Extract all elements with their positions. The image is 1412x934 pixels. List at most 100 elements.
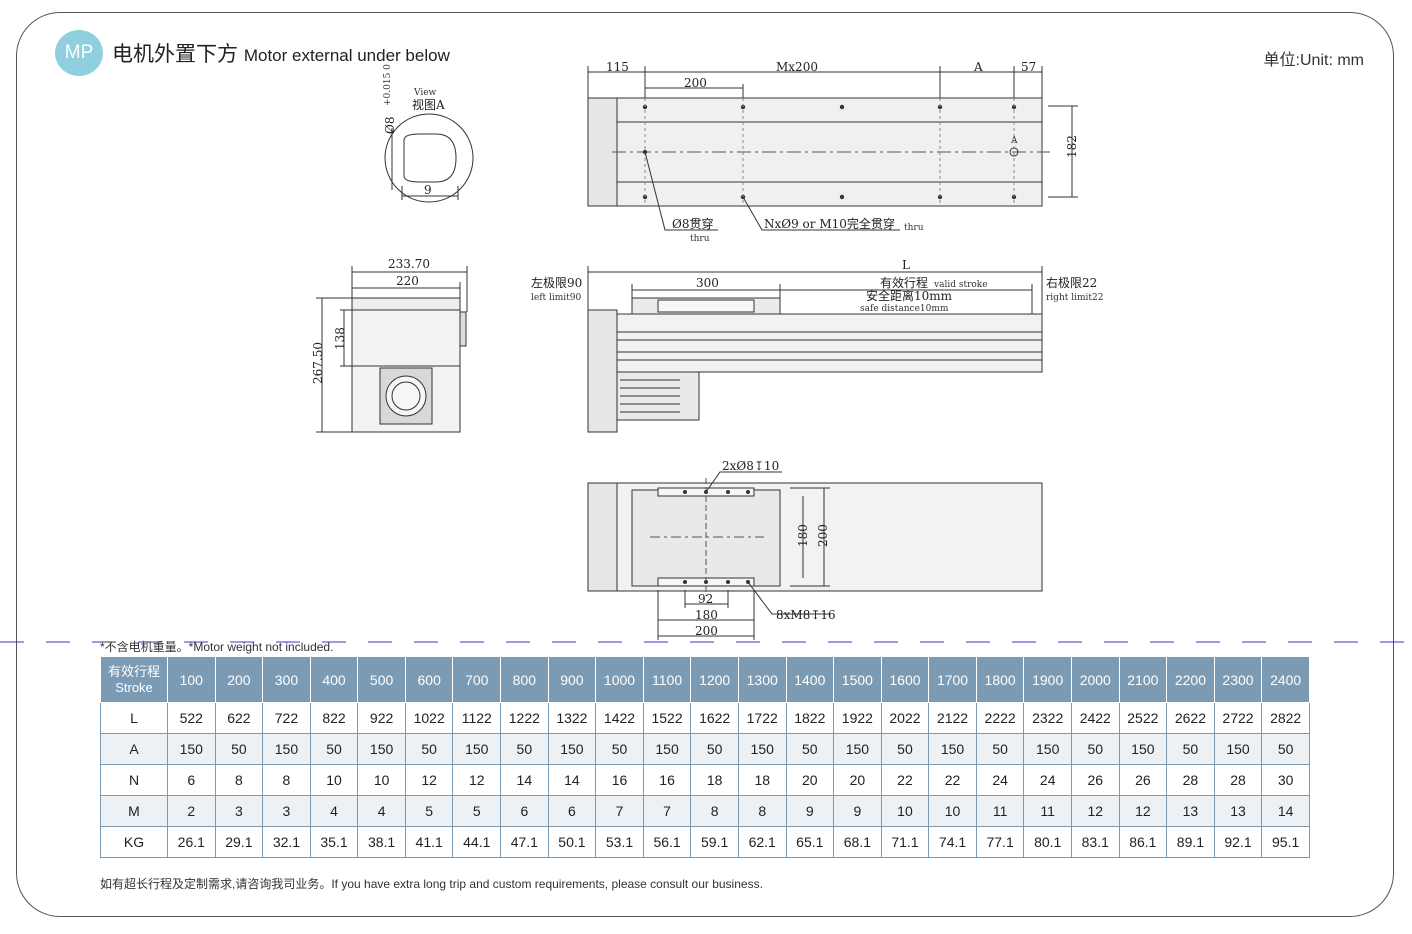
table-cell: 6 [500, 795, 549, 827]
table-cell: 10 [928, 795, 977, 827]
table-cell: 1422 [595, 702, 644, 734]
row-label: KG [100, 826, 168, 858]
table-cell: 1622 [690, 702, 739, 734]
view-a-phi8: Ø8 [383, 117, 397, 134]
table-cell: 50 [309, 733, 359, 765]
table-cell: 50 [1261, 733, 1310, 765]
valid-stroke-en: valid stroke [933, 280, 988, 290]
table-cell: 150 [642, 733, 692, 765]
table-cell: 2122 [928, 702, 977, 734]
row-label: M [100, 795, 168, 827]
table-cell: 7 [595, 795, 644, 827]
dim-200-h: 200 [695, 624, 718, 638]
table-cell: 5 [452, 795, 502, 827]
page-frame [16, 12, 1394, 917]
series-badge: MP [55, 30, 103, 76]
page-title: 电机外置下方 Motor external under below [112, 38, 450, 68]
stroke-header-cell: 100 [167, 656, 216, 703]
stroke-header-en: Stroke [115, 679, 153, 695]
view-a-detail [384, 113, 474, 203]
row-label: L [100, 702, 168, 734]
hole-thru: thru [690, 234, 710, 244]
table-cell: 822 [309, 702, 359, 734]
table-cell: 14 [547, 764, 597, 796]
table-cell: 62.1 [737, 826, 787, 858]
dim-92: 92 [698, 592, 713, 606]
table-cell: 59.1 [690, 826, 739, 858]
table-cell: 522 [167, 702, 216, 734]
stroke-header-cell: 1100 [642, 656, 692, 703]
table-cell: 26.1 [167, 826, 216, 858]
table-cell: 14 [500, 764, 549, 796]
dim-180-h: 180 [695, 608, 718, 622]
table-cell: 50 [500, 733, 549, 765]
table-cell: 14 [1261, 795, 1310, 827]
table-cell: 1122 [452, 702, 502, 734]
table-cell: 2722 [1213, 702, 1263, 734]
table-cell: 12 [1118, 795, 1168, 827]
table-cell: 150 [1118, 733, 1168, 765]
table-cell: 71.1 [880, 826, 930, 858]
table-cell: 13 [1166, 795, 1215, 827]
stroke-header-cell: 1000 [595, 656, 644, 703]
table-cell: 2222 [975, 702, 1025, 734]
table-cell: 18 [690, 764, 739, 796]
table-cell: 38.1 [357, 826, 406, 858]
table-cell: 2622 [1166, 702, 1215, 734]
table-cell: 1222 [500, 702, 549, 734]
table-cell: 50 [785, 733, 835, 765]
table-cell: 2 [167, 795, 216, 827]
table-cell: 16 [595, 764, 644, 796]
stroke-header-cell: 2300 [1213, 656, 1263, 703]
table-cell: 50.1 [547, 826, 597, 858]
table-cell: 6 [167, 764, 216, 796]
table-cell: 2522 [1118, 702, 1168, 734]
view-a-9: 9 [424, 183, 432, 197]
table-cell: 53.1 [595, 826, 644, 858]
table-cell: 35.1 [309, 826, 359, 858]
left-limit-en: left limit90 [531, 293, 582, 303]
table-cell: 10 [309, 764, 359, 796]
table-cell: 5 [404, 795, 454, 827]
left-limit-cn: 左极限90 [531, 275, 582, 290]
dim-l: L [902, 258, 910, 272]
row-label: N [100, 764, 168, 796]
table-cell: 10 [357, 764, 406, 796]
footer-note: 如有超长行程及定制需求,请咨询我司业务。If you have extra lo… [100, 877, 763, 891]
table-cell: 4 [309, 795, 359, 827]
table-cell: 150 [1023, 733, 1072, 765]
table-cell: 83.1 [1070, 826, 1120, 858]
safe-distance-en: safe distance10mm [860, 304, 949, 314]
table-cell: 922 [357, 702, 406, 734]
table-cell: 10 [880, 795, 930, 827]
table-cell: 47.1 [500, 826, 549, 858]
table-cell: 28 [1166, 764, 1215, 796]
stroke-header-cell: 1300 [737, 656, 787, 703]
table-cell: 20 [833, 764, 882, 796]
table-cell: 2422 [1070, 702, 1120, 734]
stroke-header-cell: 2400 [1261, 656, 1310, 703]
view-marker-a: A [1010, 136, 1018, 146]
table-cell: 3 [262, 795, 311, 827]
dim-182: 182 [1065, 135, 1079, 158]
table-cell: 6 [547, 795, 597, 827]
dim-138: 138 [333, 327, 347, 350]
dim-200: 200 [684, 76, 707, 90]
table-cell: 22 [928, 764, 977, 796]
side-view [587, 266, 1043, 433]
table-cell: 68.1 [833, 826, 882, 858]
table-cell: 12 [1070, 795, 1120, 827]
unit-label: 单位:Unit: mm [1263, 52, 1364, 69]
title-en: Motor external under below [243, 46, 450, 65]
stroke-header-cell: 2100 [1118, 656, 1168, 703]
table-cell: 150 [357, 733, 406, 765]
stroke-header-cell: 1800 [975, 656, 1025, 703]
table-cell: 50 [975, 733, 1025, 765]
table-cell: 95.1 [1261, 826, 1310, 858]
stroke-header-cell: 1900 [1023, 656, 1072, 703]
dim-mx200: Mx200 [776, 60, 818, 74]
table-cell: 11 [975, 795, 1025, 827]
